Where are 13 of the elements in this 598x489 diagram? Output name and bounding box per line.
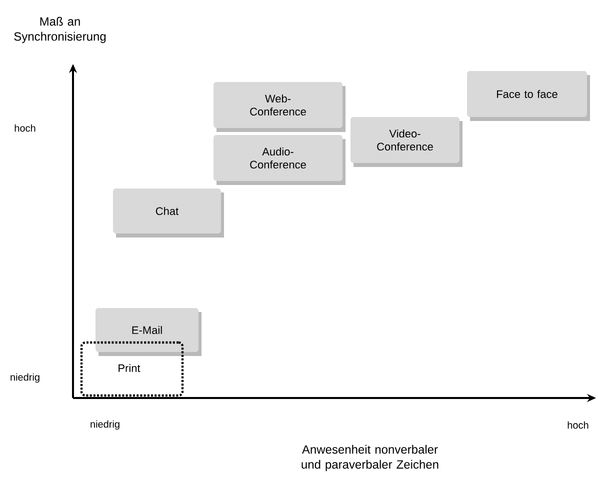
tick-label: hoch [14,124,36,132]
dotted-box: Print [80,341,184,397]
tick-label: niedrig [10,373,40,383]
tick-label: hoch [568,421,588,429]
rounded-box: Web-Conference [214,82,346,132]
axis-title: Anwesenheit nonverbaler und paraverbaler Zeichen [302,444,438,472]
rounded-box: E-Mail [96,308,202,356]
rounded-box: Video-Conference [350,117,462,167]
axis-title: Maß an Synchronisierung [14,16,106,44]
rounded-box: Face to face [467,71,590,121]
tick-label: niedrig [90,420,120,430]
rounded-box: Chat [113,188,224,238]
rounded-box: Audio-Conference [214,135,346,185]
